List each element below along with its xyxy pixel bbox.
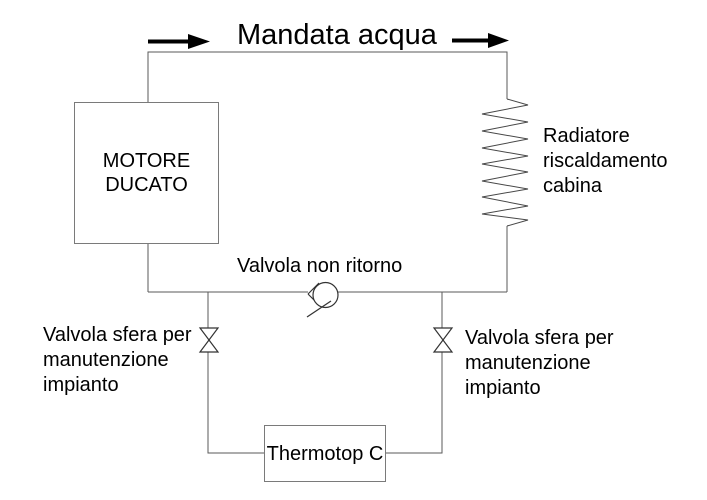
radiator-label-line3: cabina <box>543 175 602 197</box>
left-valve-label-line2: manutenzione <box>43 349 169 371</box>
heater-box-label: Thermotop C <box>266 442 384 465</box>
radiator-label: Radiatore riscaldamento cabina <box>543 124 668 199</box>
radiator-coil-icon <box>481 98 529 227</box>
left-valve-label-line1: Valvola sfera per <box>43 324 192 346</box>
right-valve-label-line1: Valvola sfera per <box>465 327 614 349</box>
flow-arrow-left-icon <box>148 34 210 49</box>
ball-valve-right-icon <box>432 327 454 353</box>
check-valve-seat-line <box>306 300 332 318</box>
engine-box-label-line2: DUCATO <box>105 174 188 196</box>
ball-valve-left-icon <box>198 327 220 353</box>
flow-arrow-right-icon <box>452 33 509 48</box>
radiator-label-line1: Radiatore <box>543 125 630 147</box>
engine-box-label-line1: MOTORE <box>102 150 191 172</box>
right-valve-label: Valvola sfera per manutenzione impianto <box>465 326 614 401</box>
left-valve-label-line3: impianto <box>43 374 119 396</box>
right-valve-label-line3: impianto <box>465 377 541 399</box>
radiator-label-line2: riscaldamento <box>543 150 668 172</box>
pipe-branch-right <box>386 292 443 454</box>
check-valve-label: Valvola non ritorno <box>237 255 403 277</box>
check-valve-ball <box>312 281 339 309</box>
pipe-supply-top <box>147 51 508 102</box>
pipe-branch-left <box>207 292 264 454</box>
supply-water-title: Mandata acqua <box>237 19 437 51</box>
heater-box: Thermotop C <box>264 425 386 482</box>
engine-box: MOTORE DUCATO <box>74 102 219 244</box>
left-valve-label: Valvola sfera per manutenzione impianto <box>43 323 192 398</box>
right-valve-label-line2: manutenzione <box>465 352 591 374</box>
check-valve-icon <box>306 281 339 318</box>
